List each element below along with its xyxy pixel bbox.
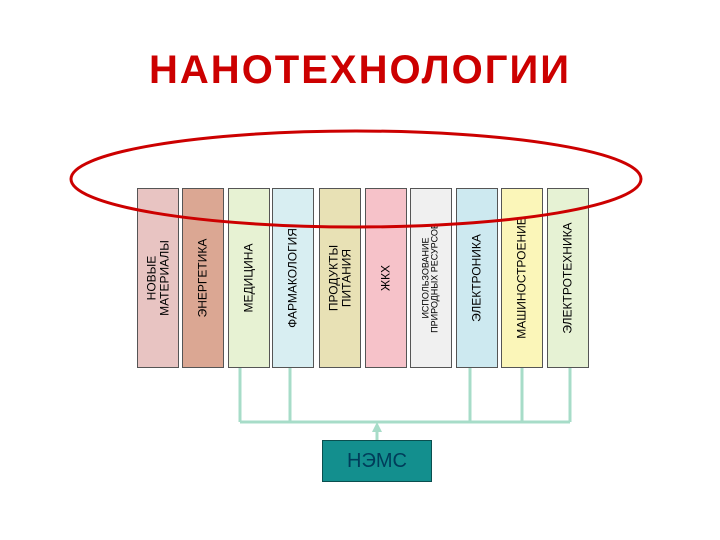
sector-label: ЭЛЕКТРОТЕХНИКА bbox=[560, 222, 575, 334]
sector-column: ЭЛЕКТРОТЕХНИКА bbox=[547, 188, 589, 368]
page-title: НАНОТЕХНОЛОГИИ bbox=[149, 48, 571, 92]
sector-column: ЭЛЕКТРОНИКА bbox=[456, 188, 498, 368]
sector-column: ИСПОЛЬЗОВАНИЕ ПРИРОДНЫХ РЕСУРСОВ bbox=[410, 188, 452, 368]
sector-column: ЖКХ bbox=[365, 188, 407, 368]
sector-column: МЕДИЦИНА bbox=[228, 188, 270, 368]
sector-label: ФАРМАКОЛОГИЯ bbox=[285, 228, 300, 328]
nems-label: НЭМС bbox=[347, 449, 407, 472]
sector-label: МЕДИЦИНА bbox=[241, 243, 256, 313]
sector-column: ЭНЕРГЕТИКА bbox=[182, 188, 224, 368]
sector-label: ПРОДУКТЫ ПИТАНИЯ bbox=[326, 244, 353, 312]
sector-label: МАШИНОСТРОЕНИЕ bbox=[514, 217, 529, 339]
nems-box: НЭМС bbox=[322, 440, 432, 482]
sector-column: НОВЫЕ МАТЕРИАЛЫ bbox=[137, 188, 179, 368]
arrow-up-icon bbox=[372, 422, 382, 432]
sector-column: МАШИНОСТРОЕНИЕ bbox=[501, 188, 543, 368]
sector-column: ФАРМАКОЛОГИЯ bbox=[272, 188, 314, 368]
sector-label: ЭНЕРГЕТИКА bbox=[195, 238, 210, 318]
sector-label: ИСПОЛЬЗОВАНИЕ ПРИРОДНЫХ РЕСУРСОВ bbox=[420, 223, 440, 333]
sector-label: ЖКХ bbox=[378, 264, 393, 292]
sector-column: ПРОДУКТЫ ПИТАНИЯ bbox=[319, 188, 361, 368]
sector-label: НОВЫЕ МАТЕРИАЛЫ bbox=[144, 240, 171, 316]
sector-label: ЭЛЕКТРОНИКА bbox=[469, 234, 484, 322]
